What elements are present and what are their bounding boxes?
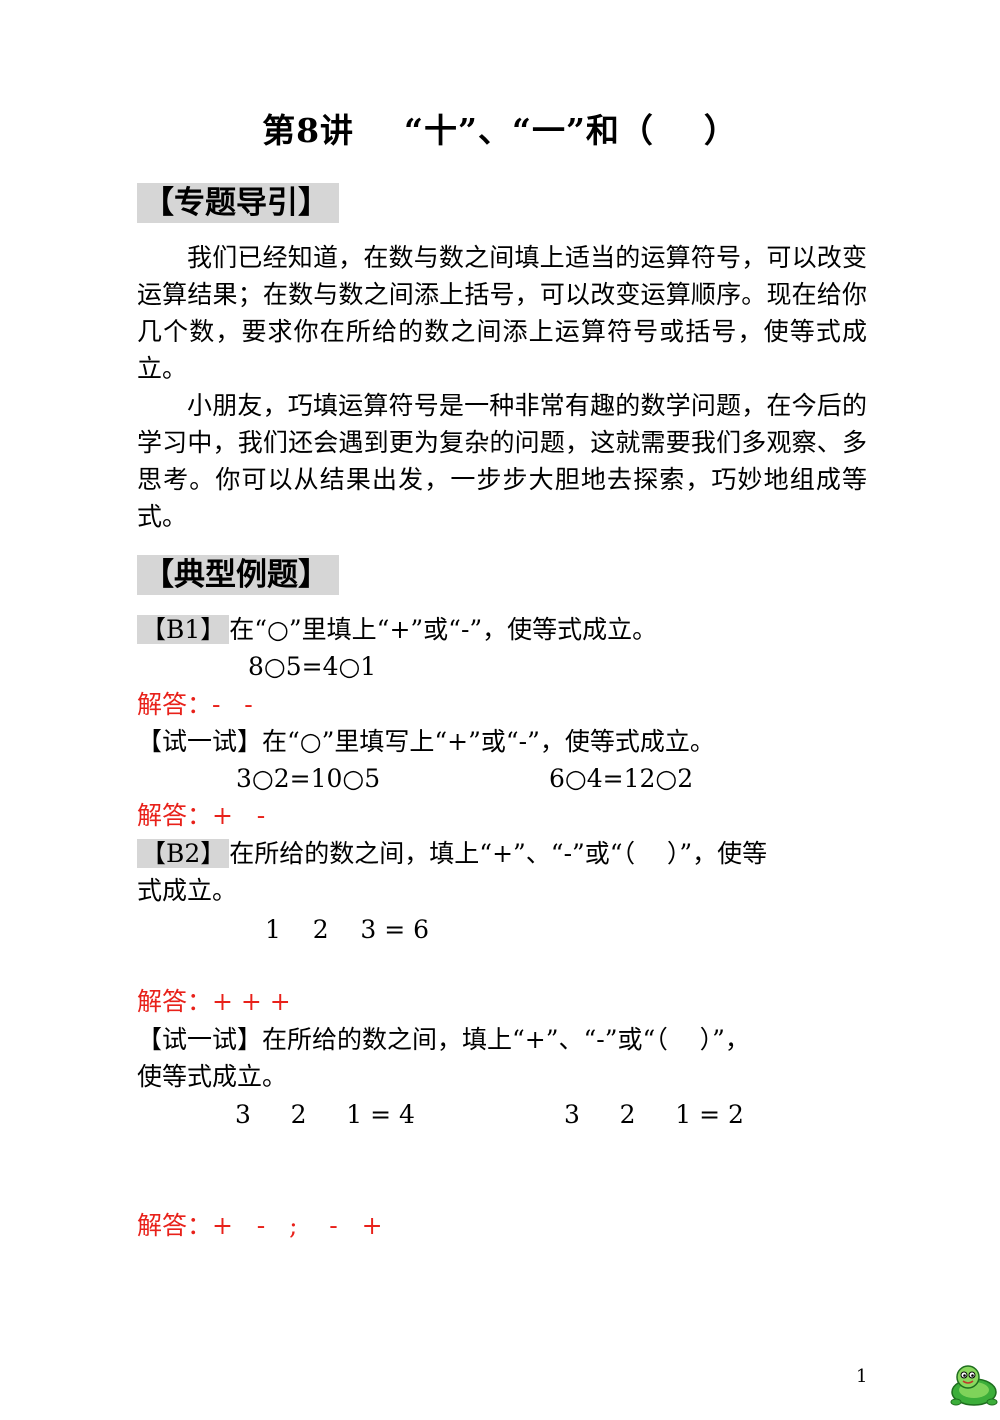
try2-equation-2: 3 2 1 = 2 bbox=[564, 1100, 744, 1129]
try2-answer-label: 解答： bbox=[137, 1211, 213, 1240]
try2-question-1: 在所给的数之间，填上“+”、“-”或“（ ）”， bbox=[262, 1025, 750, 1054]
try1-question-line: 【试一试】在“○”里填写上“+”或“-”，使等式成立。 bbox=[137, 723, 715, 760]
guide-paragraph-1: 我们已经知道，在数与数之间填上适当的运算符号，可以改变运算结果；在数与数之间添上… bbox=[137, 243, 867, 383]
try2-equation-1: 3 2 1 = 4 bbox=[235, 1100, 415, 1129]
b2-question-1: 在所给的数之间，填上“+”、“-”或“（ ）”，使等 bbox=[229, 839, 768, 868]
try2-question-line-2: 使等式成立。 bbox=[137, 1062, 288, 1091]
b2-question-line-2: 式成立。 bbox=[137, 876, 238, 905]
try2-answer-value: + - ; - + bbox=[212, 1211, 383, 1240]
b2-answer: 解答：+ + + bbox=[137, 983, 291, 1020]
try1-tag: 【试一试】 bbox=[137, 727, 263, 756]
try1-equation-1: 3○2=10○5 bbox=[236, 764, 381, 793]
b1-answer-value: - - bbox=[212, 690, 253, 719]
b1-answer-label: 解答： bbox=[137, 690, 213, 719]
guide-text: 我们已经知道，在数与数之间填上适当的运算符号，可以改变运算结果；在数与数之间添上… bbox=[137, 239, 867, 535]
b1-equation: 8○5=4○1 bbox=[248, 652, 377, 681]
b2-answer-label: 解答： bbox=[137, 987, 213, 1016]
b1-answer: 解答：- - bbox=[137, 686, 253, 723]
b2-question-line-1: 【B2】在所给的数之间，填上“+”、“-”或“（ ）”，使等 bbox=[137, 835, 767, 872]
try1-equation-2: 6○4=12○2 bbox=[549, 764, 694, 793]
try1-answer: 解答：+ - bbox=[137, 797, 265, 834]
section-heading-guide: 【专题导引】 bbox=[137, 183, 339, 223]
b2-tag: 【B2】 bbox=[137, 839, 230, 868]
try1-answer-label: 解答： bbox=[137, 801, 213, 830]
try1-question: 在“○”里填写上“+”或“-”，使等式成立。 bbox=[262, 727, 715, 756]
b2-equation: 1 2 3 = 6 bbox=[265, 915, 430, 944]
page-title: 第8讲 “十”、“一”和（ ） bbox=[262, 111, 738, 150]
b1-question-line: 【B1】在“○”里填上“+”或“-”，使等式成立。 bbox=[137, 611, 657, 648]
try2-tag: 【试一试】 bbox=[137, 1025, 263, 1054]
section-heading-examples: 【典型例题】 bbox=[137, 555, 339, 595]
try2-question-line-1: 【试一试】在所给的数之间，填上“+”、“-”或“（ ）”， bbox=[137, 1021, 750, 1058]
page-number: 1 bbox=[856, 1366, 868, 1387]
try1-answer-value: + - bbox=[212, 801, 266, 830]
b1-tag: 【B1】 bbox=[137, 615, 230, 644]
b1-question: 在“○”里填上“+”或“-”，使等式成立。 bbox=[229, 615, 658, 644]
guide-paragraph-2: 小朋友，巧填运算符号是一种非常有趣的数学问题，在今后的学习中，我们还会遇到更为复… bbox=[137, 391, 867, 531]
turtle-mascot-icon bbox=[950, 1365, 998, 1406]
b2-answer-value: + + + bbox=[212, 987, 291, 1016]
try2-answer: 解答：+ - ; - + bbox=[137, 1207, 383, 1244]
